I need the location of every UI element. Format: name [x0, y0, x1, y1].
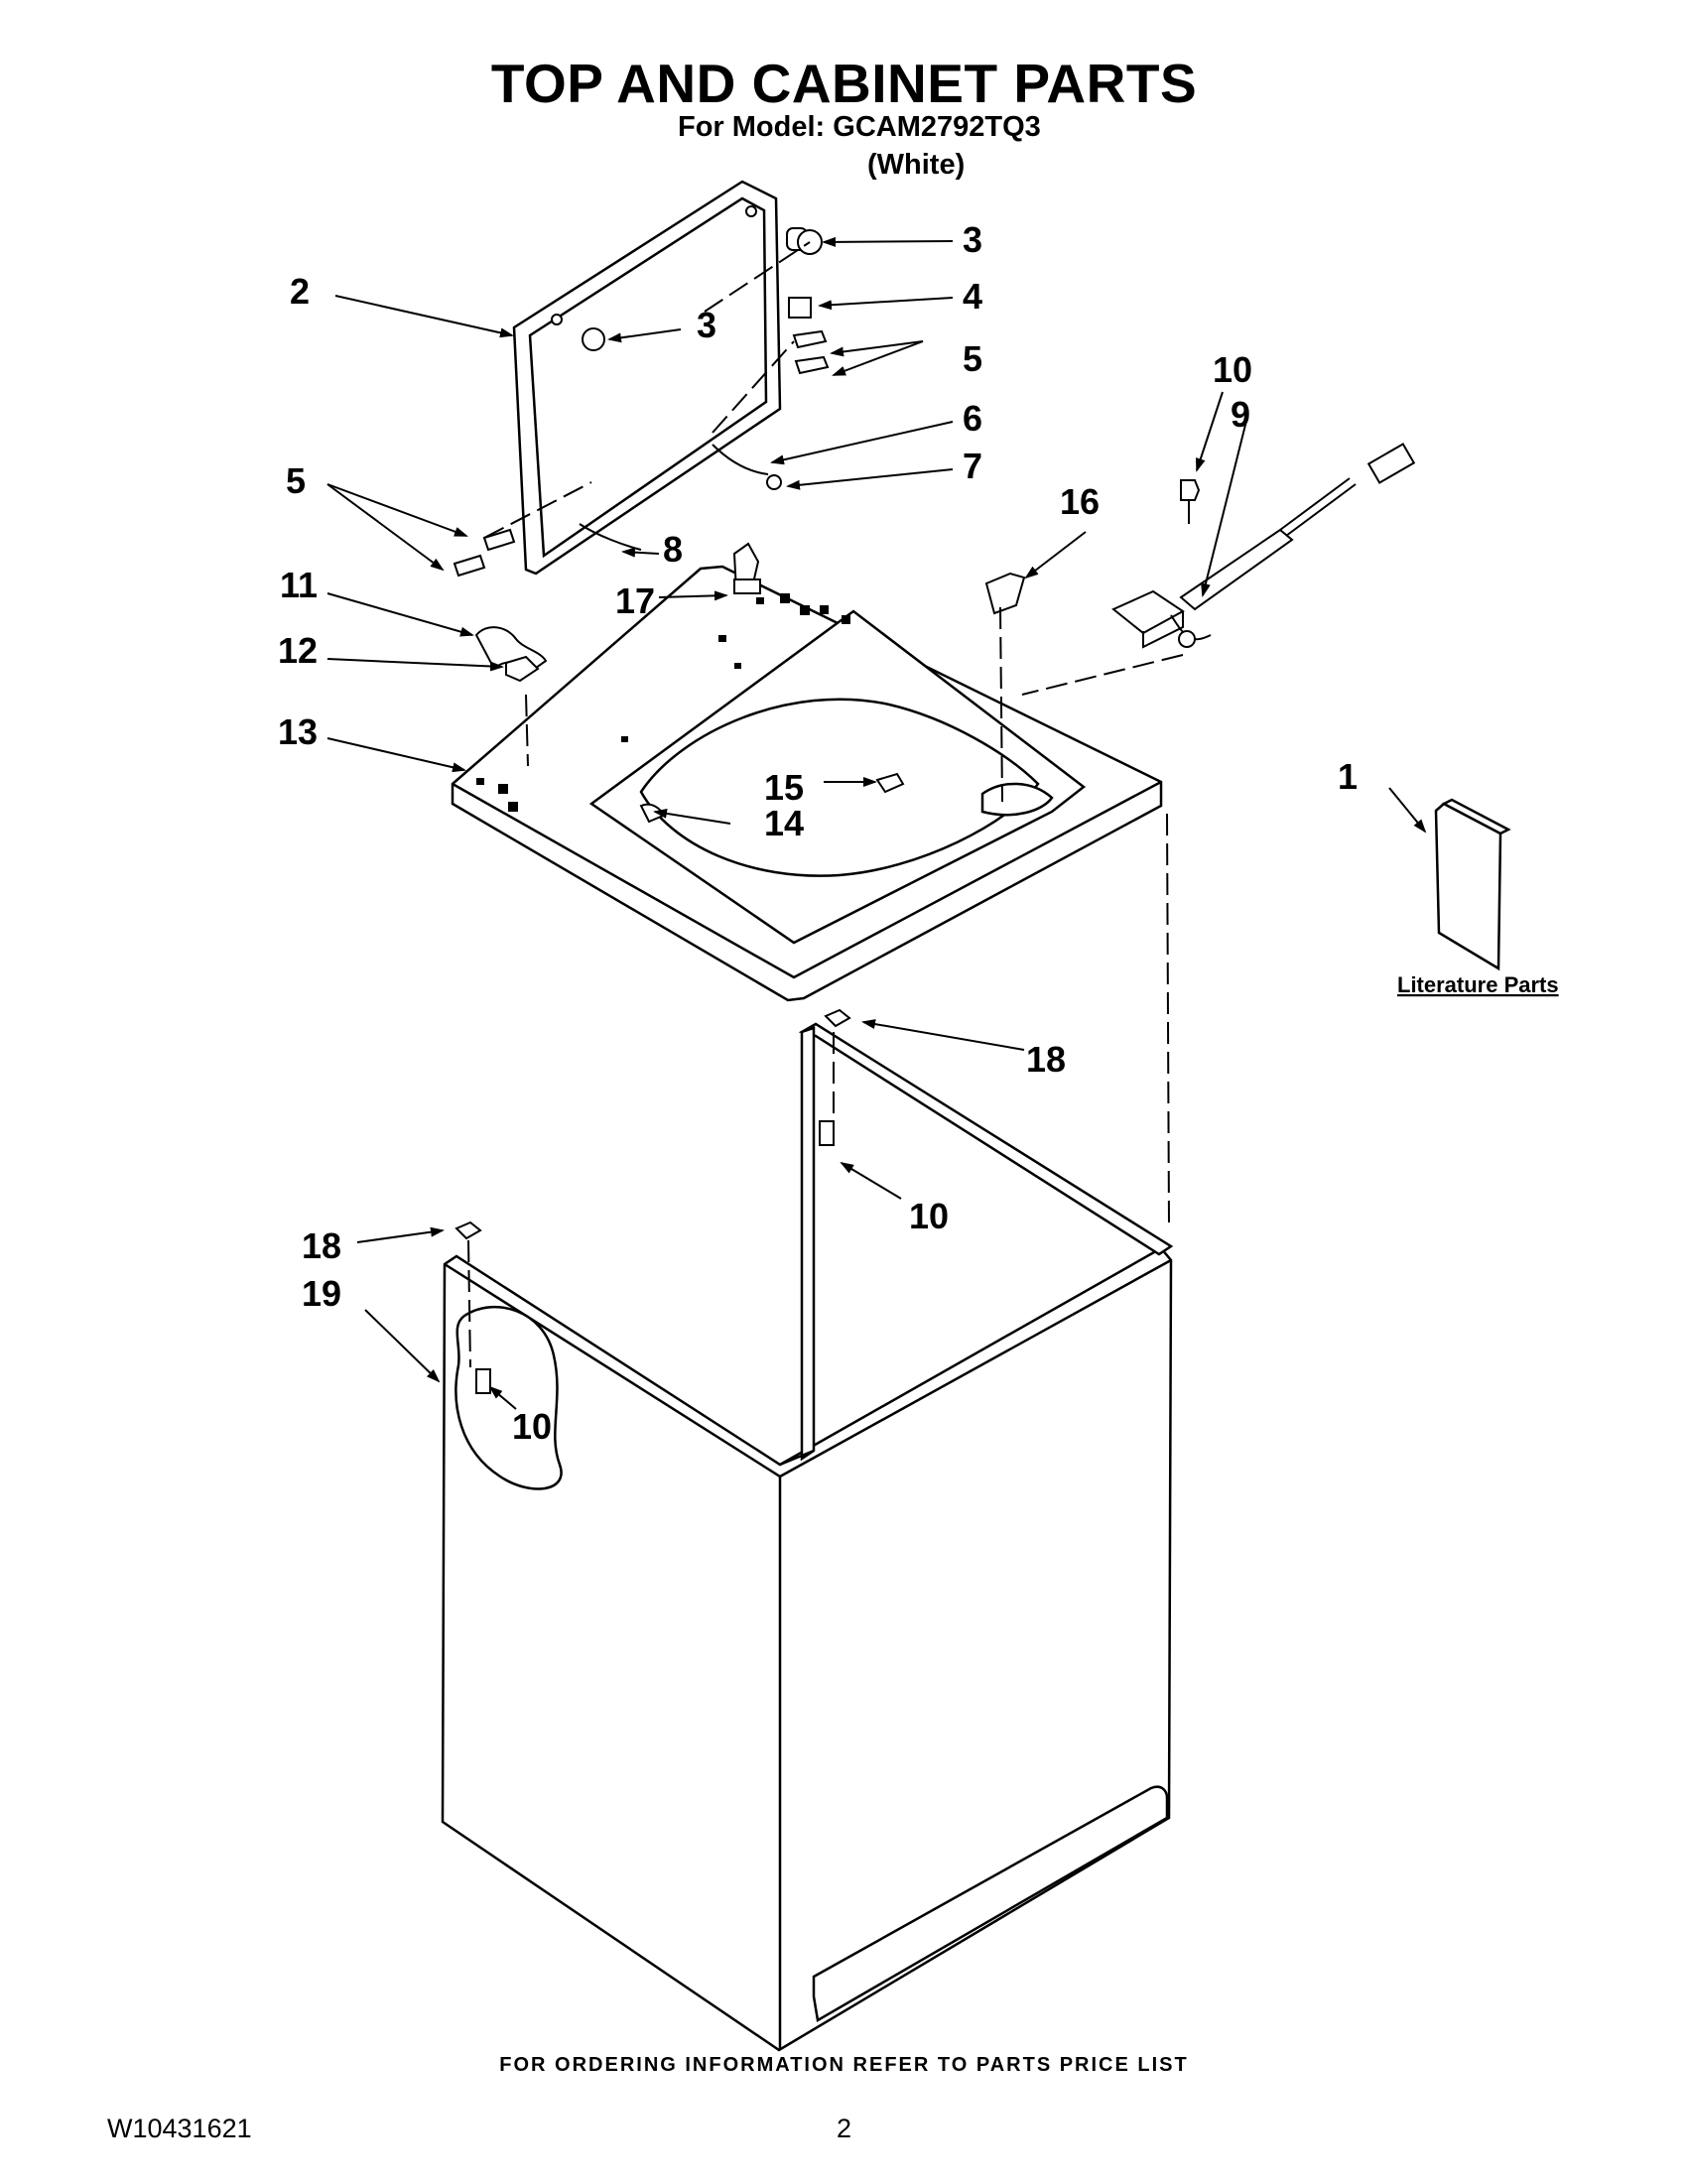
callout-2: 2: [290, 271, 310, 312]
callout-arrows: [326, 236, 1427, 1410]
callout-19: 19: [302, 1273, 341, 1314]
lid-frame: [512, 180, 782, 576]
cabinet: [441, 1022, 1174, 2052]
document-number: W10431621: [107, 2114, 252, 2143]
callout-13: 13: [278, 711, 318, 752]
callout-7: 7: [963, 446, 982, 486]
callout-16: 16: [1060, 481, 1100, 522]
callout-9: 9: [1231, 394, 1250, 435]
model-subtitle: For Model: GCAM2792TQ3: [678, 111, 1041, 143]
callout-numbers: 1 2 3 3 4 5 5 6 7 8 9 10 10 10 11 12 13 …: [278, 219, 1358, 1447]
callout-8: 8: [663, 529, 683, 570]
literature-booklet: [1434, 798, 1511, 971]
assembly-lines: [467, 241, 1184, 1368]
lid-switch-harness: [1111, 443, 1416, 649]
page-title: TOP AND CABINET PARTS: [490, 53, 1198, 114]
lid-hardware: [453, 205, 830, 578]
callout-10-harness: 10: [1213, 349, 1252, 390]
ordering-footer: FOR ORDERING INFORMATION REFER TO PARTS …: [499, 2054, 1189, 2076]
page-number: 2: [837, 2114, 852, 2143]
callout-4: 4: [963, 276, 982, 317]
callout-12: 12: [278, 630, 318, 671]
callout-1: 1: [1338, 756, 1358, 797]
top-panel: [451, 565, 1163, 1002]
color-subtitle: (White): [867, 149, 966, 181]
callout-6: 6: [963, 398, 982, 439]
callout-3-right: 3: [963, 219, 982, 260]
callout-18-top: 18: [1026, 1039, 1066, 1080]
callout-17: 17: [615, 580, 655, 621]
callout-11: 11: [280, 565, 318, 605]
callout-10-cutaway: 10: [512, 1406, 552, 1447]
callout-3-left: 3: [697, 305, 716, 345]
callout-18-cabinet: 18: [302, 1225, 341, 1266]
callout-10-cabinet: 10: [909, 1196, 949, 1236]
literature-parts-label: Literature Parts: [1397, 972, 1559, 997]
callout-5-right: 5: [963, 338, 982, 379]
callout-14: 14: [764, 803, 804, 843]
callout-5-left: 5: [286, 460, 306, 501]
callout-15: 15: [764, 767, 804, 808]
